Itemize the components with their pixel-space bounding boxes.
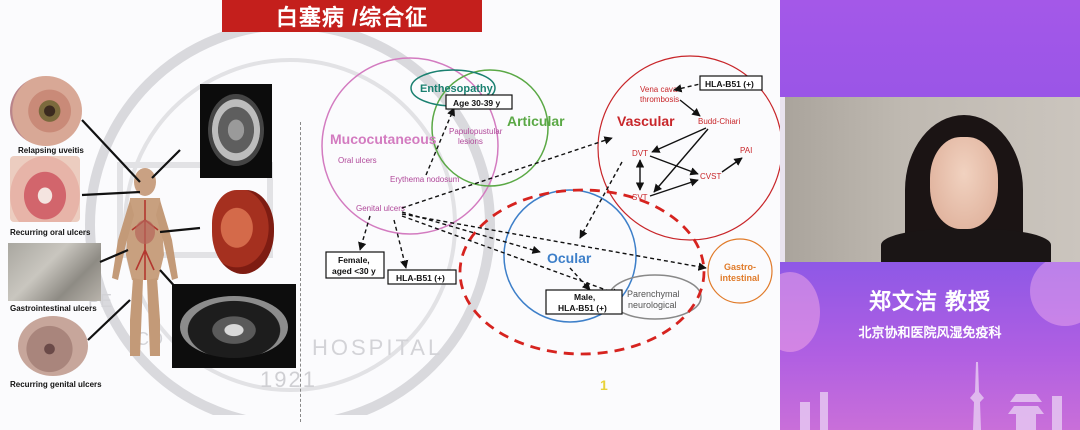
articular-circle (431, 69, 549, 187)
vascular-circle (597, 55, 780, 241)
genital-ulcer-photo (18, 316, 88, 376)
anatomy-left-arm (112, 200, 134, 280)
pointer-heart (159, 226, 201, 234)
speaker-banner: 郑文洁 教授 北京协和医院风湿免疫科 (780, 262, 1080, 430)
female-box-line2: aged <30 y (332, 266, 376, 276)
ocular-title: Ocular (547, 250, 592, 266)
male-box (545, 289, 623, 315)
chest-ct-image (172, 284, 296, 368)
anatomy-head (134, 168, 156, 196)
skyline-building-3 (1052, 396, 1062, 430)
speaker-name: 郑文洁 教授 (868, 289, 992, 314)
arrow-vena-budd (679, 99, 701, 117)
dash-genital-vascular (401, 136, 613, 209)
speaker-face (930, 137, 998, 229)
label-svt: SVT (632, 193, 648, 202)
arrow-budd-svt (653, 128, 709, 193)
male-box-line2: HLA-B51 (+) (558, 303, 607, 313)
dash-vascular-ocular (579, 161, 623, 239)
uveitis-photo (10, 76, 82, 146)
brain-mri-image (200, 84, 272, 178)
dash-ocular-male (569, 267, 591, 291)
dash-genital-hla (393, 219, 409, 269)
parenchymal-line1: Parenchymal (627, 289, 680, 299)
caption-oral: Recurring oral ulcers (10, 228, 91, 237)
label-dvt: DVT (632, 149, 648, 158)
label-pai: PAI (740, 146, 752, 155)
pointer-head (151, 149, 181, 179)
chest-ct-body (180, 296, 288, 358)
ocular-circle (503, 189, 637, 323)
label-erythema-nodosum: Erythema nodosum (390, 175, 460, 184)
dash-genital-gi (401, 213, 707, 271)
brain-mri-shape (208, 94, 264, 166)
caption-genital: Recurring genital ulcers (10, 380, 102, 389)
dash-vascular-hla (673, 83, 701, 93)
arrow-svt-cvst (649, 178, 699, 197)
speaker-shoulders (881, 229, 1051, 262)
hla-bottom-text: HLA-B51 (+) (396, 273, 445, 283)
label-cvst: CVST (700, 172, 721, 181)
hla-bottom-box (387, 269, 457, 285)
mucocutaneous-circle (321, 57, 499, 235)
oral-ulcer-photo (10, 156, 80, 222)
skyline-illustration (800, 362, 1062, 430)
pointer-mouth (81, 190, 141, 197)
enthesopathy-title: Enthesopathy (420, 83, 494, 95)
skyline-pagoda (1008, 394, 1044, 430)
mucocutaneous-title: Mucocutaneous (330, 131, 437, 147)
articular-title: Articular (507, 113, 565, 129)
female-box (325, 251, 385, 279)
anatomy-figure (112, 168, 178, 356)
vertical-divider (300, 122, 301, 422)
caption-gi: Gastrointestinal ulcers (10, 304, 97, 313)
arrow-dvt-cvst (649, 155, 699, 176)
gi-title-line2: intestinal (720, 273, 760, 283)
pointer-eye (81, 119, 141, 183)
ocular-dashed-outline (458, 188, 706, 356)
age-box (445, 94, 513, 110)
male-box-line1: Male, (574, 292, 595, 302)
slide-page-marker: 1 (600, 377, 608, 393)
female-box-line1: Female, (338, 255, 370, 265)
figure-pointer-lines (81, 119, 201, 341)
dash-genital-female (358, 215, 371, 251)
dash-genital-parenchymal (401, 215, 621, 297)
anatomy-right-arm (156, 200, 178, 280)
gastrointestinal-circle (707, 238, 773, 304)
gi-title-line1: Gastro- (724, 262, 756, 272)
dash-erythema-enthesopathy (425, 107, 455, 176)
pointer-groin (87, 299, 131, 341)
label-vena-cava-2: thrombosis (640, 95, 679, 104)
top-purple-strip (780, 0, 1080, 97)
label-papulopustular-2: lesions (458, 137, 483, 146)
anatomy-right-leg (147, 278, 160, 356)
skyline-tower-ball (972, 393, 982, 403)
behcet-manifestation-diagram: Mucocutaneous Articular Enthesopathy Vas… (321, 55, 780, 393)
anatomy-organs (135, 220, 155, 244)
skyline-building-1 (800, 402, 810, 430)
label-genital-ulcers: Genital ulcers (356, 204, 405, 213)
gi-ulcer-photo (8, 243, 101, 301)
anatomy-left-leg (130, 278, 143, 356)
label-budd-chiari: Budd-Chiari (698, 117, 740, 126)
label-vena-cava-1: Vena cava (640, 85, 678, 94)
vascular-title: Vascular (617, 113, 675, 129)
hla-vascular-text: HLA-B51 (+) (705, 79, 754, 89)
arrow-cvst-pai (721, 157, 743, 173)
arrow-budd-dvt (651, 127, 707, 153)
presentation-slide: PE CO HOSPITAL 1921 白塞病 /综合征 Relapsing u… (0, 0, 780, 430)
pointer-gut (99, 248, 129, 264)
caption-uveitis: Relapsing uveitis (18, 146, 84, 155)
hla-vascular-box (699, 75, 763, 91)
slide-title: 白塞病 /综合征 (222, 0, 482, 32)
speaker-organization: 北京协和医院风湿免疫科 (858, 325, 1002, 340)
label-papulopustular-1: Papulopustular (449, 127, 503, 136)
age-box-text: Age 30-39 y (453, 98, 501, 108)
parenchymal-line2: neurological (628, 300, 677, 310)
label-oral-ulcers: Oral ulcers (338, 156, 377, 165)
skyline-building-2 (820, 392, 828, 430)
heart-illustration (212, 190, 274, 274)
speaker-video-feed[interactable] (785, 97, 1080, 262)
